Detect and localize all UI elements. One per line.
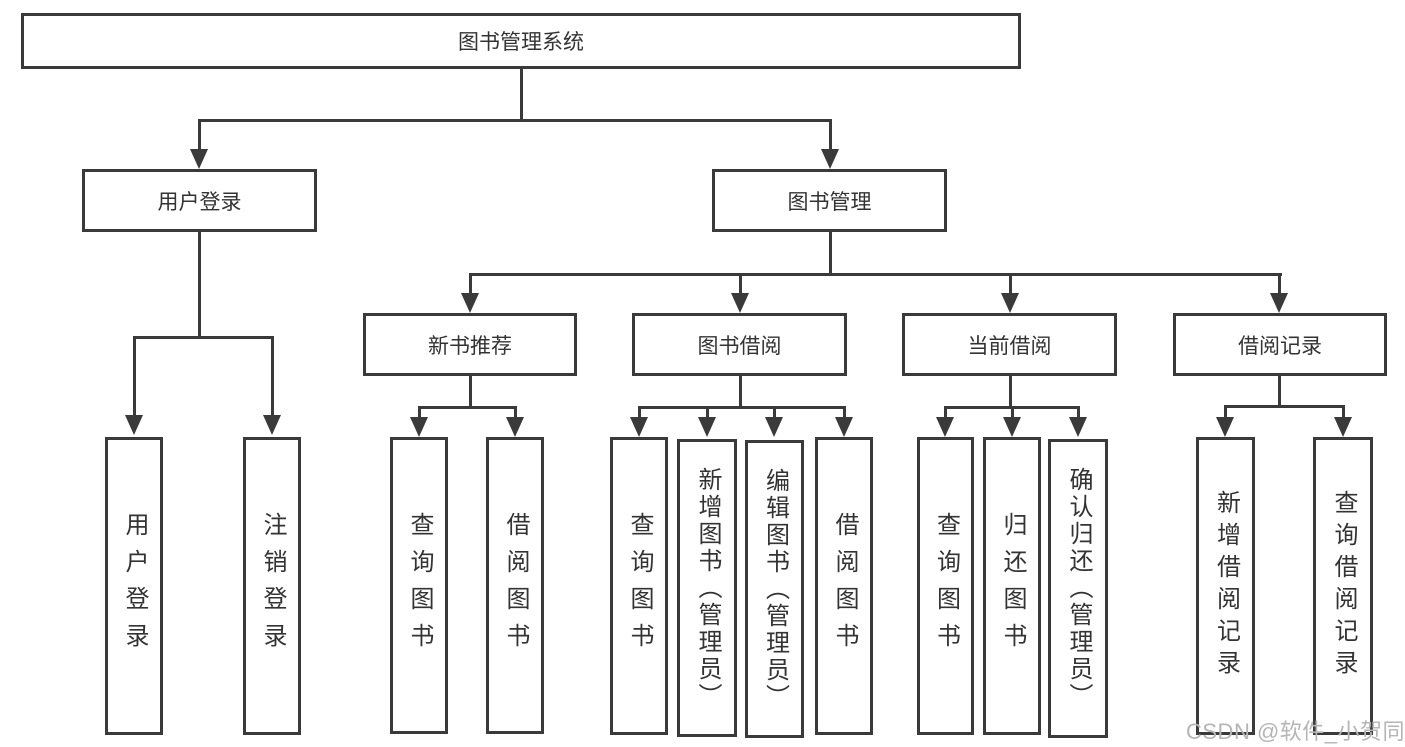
- edge-leaf: [1224, 405, 1227, 419]
- leaf-add-book-admin: 新增图书（管理员）: [677, 439, 737, 737]
- edge-leaf: [944, 406, 947, 419]
- edge-level3-bus: [469, 273, 1282, 276]
- arrowhead-icon: [698, 417, 716, 437]
- edge-to-book-borrow: [739, 273, 742, 295]
- arrowhead-icon: [821, 149, 839, 169]
- node-label: 新书推荐: [428, 334, 512, 358]
- edge-leaf: [706, 406, 709, 419]
- leaf-edit-book-admin: 编辑图书（管理员）: [745, 440, 804, 738]
- edge-leaf: [1342, 405, 1345, 419]
- node-new-book-recommend: 新书推荐: [363, 313, 577, 376]
- edge-user-login-stem: [198, 232, 201, 339]
- edge-book-management-stem: [829, 232, 832, 276]
- node-label: 当前借阅: [967, 334, 1052, 358]
- node-label: 用户登录: [157, 190, 242, 214]
- arrowhead-icon: [1003, 417, 1021, 437]
- edge-new-book-bus: [418, 406, 517, 409]
- edge-book-borrow-stem: [739, 376, 742, 409]
- leaf-label: 查询图书: [626, 512, 653, 660]
- leaf-newbook-borrow-book: 借阅图书: [486, 437, 544, 734]
- edge-book-borrow-bus: [638, 406, 846, 409]
- edge-user-login-bus: [133, 336, 274, 339]
- edge-leaf: [1077, 406, 1080, 419]
- leaf-label: 用户登录: [121, 512, 148, 660]
- leaf-confirm-return-admin: 确认归还（管理员）: [1048, 439, 1108, 738]
- leaf-label: 借阅图书: [831, 512, 858, 660]
- node-label: 图书管理: [787, 190, 872, 214]
- arrowhead-icon: [1069, 417, 1087, 437]
- edge-root-stem: [520, 69, 523, 122]
- arrowhead-icon: [1270, 293, 1288, 313]
- edge-to-book-management: [829, 119, 832, 151]
- edge-leaf: [514, 406, 517, 419]
- edge-leaf: [418, 406, 421, 419]
- edge-to-new-book: [469, 273, 472, 295]
- arrowhead-icon: [410, 417, 428, 437]
- edge-to-leaf-user-login: [133, 336, 136, 418]
- leaf-label: 借阅图书: [502, 511, 529, 660]
- csdn-watermark: CSDN @软件_小贺同学: [1186, 719, 1405, 744]
- leaf-add-borrow-record: 新增借阅记录: [1196, 437, 1255, 735]
- arrowhead-icon: [190, 149, 208, 169]
- edge-to-current-borrow: [1009, 273, 1012, 295]
- leaf-query-borrow-record: 查询借阅记录: [1313, 437, 1373, 735]
- node-borrow-records: 借阅记录: [1173, 313, 1387, 376]
- leaf-borrow-borrow-book: 借阅图书: [815, 437, 873, 735]
- node-label: 借阅记录: [1238, 334, 1322, 358]
- edge-new-book-stem: [469, 376, 472, 409]
- arrowhead-icon: [506, 417, 524, 437]
- arrowhead-icon: [1001, 293, 1019, 313]
- node-label: 图书管理系统: [458, 31, 584, 54]
- arrowhead-icon: [936, 417, 954, 437]
- edge-to-borrow-record: [1278, 273, 1281, 295]
- edge-leaf: [773, 406, 776, 419]
- leaf-label: 编辑图书（管理员）: [761, 467, 789, 711]
- edge-leaf: [843, 406, 846, 419]
- node-user-login: 用户登录: [82, 169, 317, 232]
- node-current-borrow: 当前借阅: [902, 313, 1117, 376]
- arrowhead-icon: [1216, 417, 1234, 437]
- leaf-label: 确认归还（管理员）: [1065, 467, 1092, 710]
- arrowhead-icon: [835, 417, 853, 437]
- leaf-borrow-query-book: 查询图书: [610, 437, 668, 735]
- edge-to-leaf-logout: [271, 336, 274, 418]
- leaf-logout: 注销登录: [243, 437, 301, 735]
- leaf-label: 新增借阅记录: [1212, 490, 1240, 682]
- leaf-label: 查询图书: [932, 512, 960, 660]
- leaf-label: 新增图书（管理员）: [694, 466, 721, 710]
- node-book-borrow: 图书借阅: [632, 313, 847, 376]
- leaf-user-login: 用户登录: [105, 437, 163, 735]
- leaf-return-book: 归还图书: [983, 437, 1041, 735]
- edge-leaf: [638, 406, 641, 419]
- leaf-label: 注销登录: [259, 512, 286, 660]
- arrowhead-icon: [630, 417, 648, 437]
- edge-to-user-login: [198, 119, 201, 151]
- edge-borrow-record-bus: [1224, 405, 1345, 408]
- arrowhead-icon: [125, 415, 143, 435]
- arrowhead-icon: [461, 293, 479, 313]
- leaf-current-query-book: 查询图书: [917, 437, 974, 735]
- edge-borrow-record-stem: [1278, 376, 1281, 408]
- leaf-label: 查询借阅记录: [1330, 490, 1357, 682]
- arrowhead-icon: [765, 417, 783, 437]
- node-book-management: 图书管理: [712, 169, 947, 232]
- edge-current-borrow-stem: [1009, 376, 1012, 409]
- arrowhead-icon: [1334, 417, 1352, 437]
- leaf-label: 查询图书: [406, 511, 433, 660]
- leaf-label: 归还图书: [999, 512, 1026, 660]
- leaf-newbook-query-book: 查询图书: [390, 437, 448, 734]
- node-label: 图书借阅: [697, 334, 782, 358]
- node-library-system: 图书管理系统: [21, 13, 1021, 69]
- arrowhead-icon: [731, 293, 749, 313]
- edge-level2-bus: [198, 119, 832, 122]
- arrowhead-icon: [263, 415, 281, 435]
- edge-leaf: [1011, 406, 1014, 419]
